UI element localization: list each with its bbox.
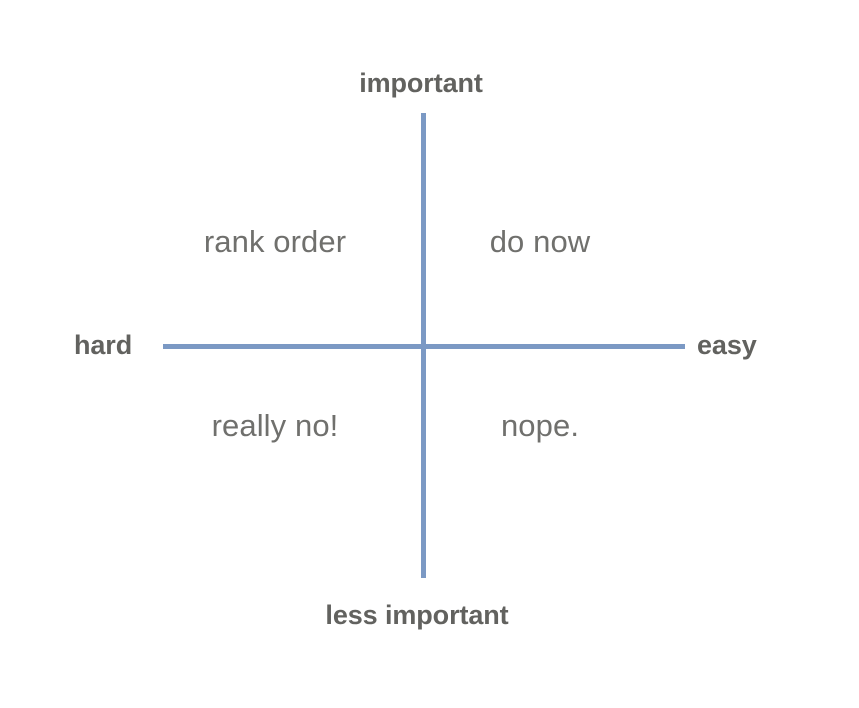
quadrant-label-top-left: rank order bbox=[203, 224, 347, 259]
axis-label-easy: easy bbox=[697, 330, 757, 360]
quadrant-label-top-right: do now bbox=[489, 224, 591, 259]
horizontal-axis-line bbox=[163, 344, 685, 349]
axis-label-less-important: less important bbox=[325, 600, 509, 630]
quadrant-label-bottom-left: really no! bbox=[211, 408, 339, 443]
quadrant-label-bottom-right: nope. bbox=[500, 408, 580, 443]
axis-label-hard: hard bbox=[74, 330, 133, 360]
axis-label-important: important bbox=[359, 68, 483, 98]
